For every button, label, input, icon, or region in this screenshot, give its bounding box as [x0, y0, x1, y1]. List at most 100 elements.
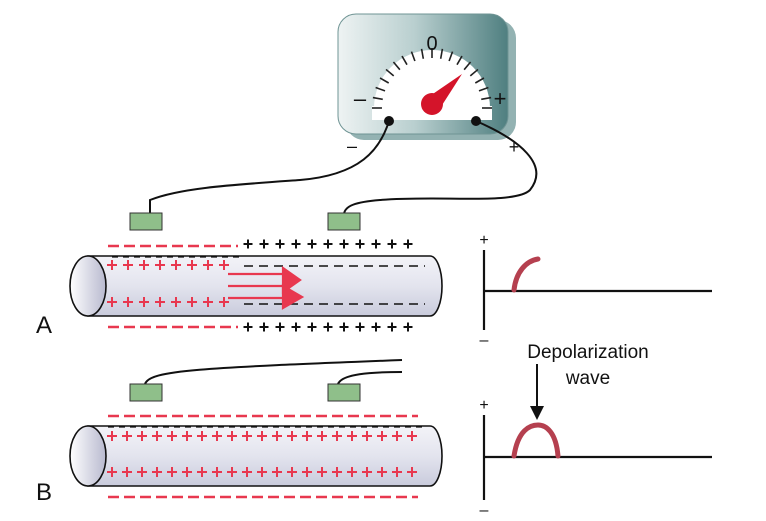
charge-plus	[167, 467, 177, 477]
charge-plus	[323, 322, 333, 332]
charge-plus	[307, 322, 317, 332]
charge-plus	[291, 322, 301, 332]
lead-plus-label: +	[509, 137, 520, 157]
meter-tick	[481, 96, 492, 101]
charge-plus	[259, 322, 269, 332]
meter-scale-ticks	[372, 48, 492, 109]
arrow-head-1	[281, 265, 302, 295]
meter-tick	[392, 61, 401, 71]
meter-tick	[372, 96, 383, 101]
meter-wires	[149, 120, 538, 215]
panel-a-label: A	[36, 312, 52, 339]
charge-plus	[403, 239, 413, 249]
electrode-b-left	[129, 383, 163, 402]
wire-plus	[343, 120, 538, 215]
charge-plus	[243, 322, 253, 332]
current-arrows	[228, 265, 305, 310]
meter-dial	[374, 50, 490, 108]
charge-plus	[275, 239, 285, 249]
charge-plus	[403, 322, 413, 332]
graph-a-plus-label: +	[479, 232, 488, 249]
charge-plus	[332, 431, 342, 441]
charge-plus	[407, 467, 417, 477]
charge-plus	[407, 431, 417, 441]
meter-tick	[463, 61, 472, 71]
charge-plus	[355, 322, 365, 332]
charge-plus	[347, 431, 357, 441]
arrow-head-2	[281, 284, 305, 310]
charge-plus	[107, 260, 117, 270]
meter-tick	[456, 55, 463, 66]
charge-plus	[362, 467, 372, 477]
charge-plus	[355, 239, 365, 249]
wire-b-left	[144, 359, 403, 385]
electrode-a-right	[327, 212, 361, 231]
charge-plus	[317, 431, 327, 441]
charge-plus	[387, 239, 397, 249]
charge-plus	[275, 322, 285, 332]
meter-tick	[385, 68, 395, 77]
charge-plus	[171, 260, 181, 270]
panel-b-label: B	[36, 479, 52, 506]
charge-plus	[167, 431, 177, 441]
charge-plus	[171, 297, 181, 307]
meter-plus-label: +	[494, 86, 507, 111]
meter-tick	[379, 77, 390, 84]
charge-plus	[332, 467, 342, 477]
charge-plus	[227, 467, 237, 477]
charge-plus	[323, 239, 333, 249]
meter-tick	[420, 48, 425, 59]
lead-minus-label: –	[347, 136, 357, 156]
charge-plus	[371, 239, 381, 249]
panel-a: A + –	[36, 212, 712, 349]
charge-plus	[257, 467, 267, 477]
charge-plus	[155, 260, 165, 270]
charge-plus	[137, 467, 147, 477]
charge-plus	[387, 322, 397, 332]
meter-tick	[410, 51, 416, 62]
charge-plus	[197, 431, 207, 441]
annotation-line-2: wave	[565, 368, 610, 389]
charge-plus	[227, 431, 237, 441]
charge-plus	[259, 239, 269, 249]
charge-plus	[123, 297, 133, 307]
charge-plus	[339, 239, 349, 249]
graph-a-minus-label: –	[480, 332, 489, 349]
panel-b-wires	[144, 359, 403, 385]
meter-tick	[401, 55, 408, 66]
charge-plus	[152, 467, 162, 477]
meter-needle-pivot	[421, 93, 443, 115]
meter-tick	[469, 68, 479, 77]
charge-plus	[272, 467, 282, 477]
charge-plus	[272, 431, 282, 441]
fiber-a-charges	[107, 239, 425, 332]
charge-plus	[377, 467, 387, 477]
meter-tick	[448, 51, 454, 62]
graph-b: + – Depolarization wave	[479, 342, 712, 519]
charge-plus	[371, 322, 381, 332]
galvanometer: 0 – + – +	[337, 13, 520, 157]
meter-tick	[474, 77, 485, 84]
charge-plus	[291, 239, 301, 249]
charge-plus	[182, 467, 192, 477]
charge-plus	[139, 297, 149, 307]
charge-plus	[392, 431, 402, 441]
charge-plus	[362, 431, 372, 441]
charge-plus	[212, 431, 222, 441]
charge-plus	[122, 431, 132, 441]
annotation-arrow-head	[530, 406, 544, 420]
charge-plus	[152, 431, 162, 441]
charge-plus	[107, 431, 117, 441]
annotation-line-1: Depolarization	[527, 342, 648, 363]
electrode-b-right	[327, 383, 361, 402]
fiber-b-charges	[107, 414, 425, 499]
charge-plus	[317, 467, 327, 477]
electrode-a-left	[129, 212, 163, 231]
graph-b-curve	[511, 422, 561, 459]
charge-plus	[377, 431, 387, 441]
wire-b-right	[337, 371, 403, 385]
charge-plus	[219, 297, 229, 307]
charge-plus	[123, 260, 133, 270]
charge-plus	[243, 239, 253, 249]
